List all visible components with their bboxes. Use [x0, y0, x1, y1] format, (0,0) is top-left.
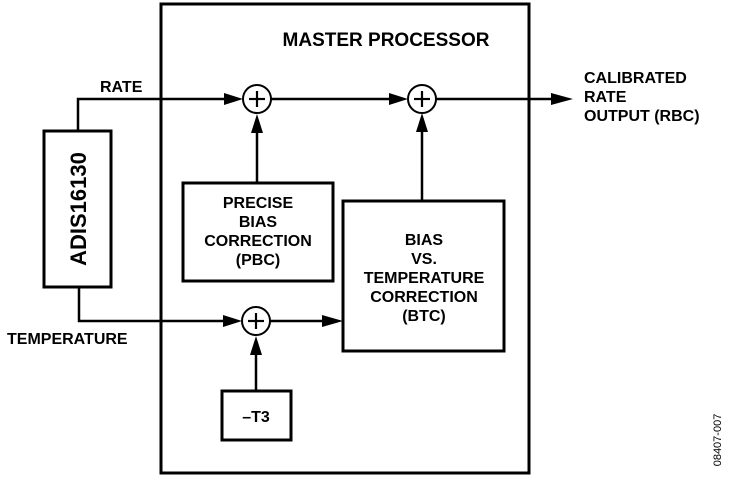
- rate-arrow: [224, 93, 243, 105]
- btc-arrow: [416, 113, 428, 132]
- output-arrow: [551, 93, 573, 105]
- btc-label-line4: CORRECTION: [370, 289, 478, 306]
- rate-label: RATE: [100, 79, 143, 96]
- temperature-arrow: [223, 315, 242, 327]
- output-label-line3: OUTPUT (RBC): [584, 108, 700, 125]
- t3-label: –T3: [242, 409, 270, 426]
- pbc-label-line4: (PBC): [236, 252, 280, 269]
- btc-label-line1: BIAS: [405, 232, 444, 249]
- sum2-arrow: [389, 93, 408, 105]
- sum-btc: [407, 84, 437, 114]
- output-label-line1: CALIBRATED: [584, 70, 687, 87]
- sum-rate-pbc: [242, 84, 272, 114]
- temperature-label: TEMPERATURE: [7, 331, 128, 348]
- rate-wire: [76, 97, 226, 131]
- pbc-label-line3: CORRECTION: [204, 233, 312, 250]
- pbc-label-line2: BIAS: [239, 214, 278, 231]
- btc-label-line5: (BTC): [402, 308, 446, 325]
- adis16130-label: ADIS16130: [66, 152, 91, 266]
- t3-block: [220, 389, 293, 442]
- pbc-label-line1: PRECISE: [223, 195, 294, 212]
- adis16130-box: [42, 129, 113, 289]
- btc-label-line3: TEMPERATURE: [364, 270, 485, 287]
- output-label-line2: RATE: [584, 89, 627, 106]
- figure-id: 08407-007: [712, 414, 724, 467]
- t3-arrow: [250, 336, 262, 355]
- btc-block: [341, 199, 506, 353]
- pbc-arrow: [251, 114, 263, 133]
- temperature-wire: [77, 287, 225, 323]
- master-processor-title: MASTER PROCESSOR: [283, 30, 490, 51]
- pbc-block: [181, 181, 335, 283]
- sum-temperature-t3: [241, 306, 271, 336]
- btc-input-arrow: [322, 315, 343, 327]
- btc-label-line2: VS.: [411, 251, 437, 268]
